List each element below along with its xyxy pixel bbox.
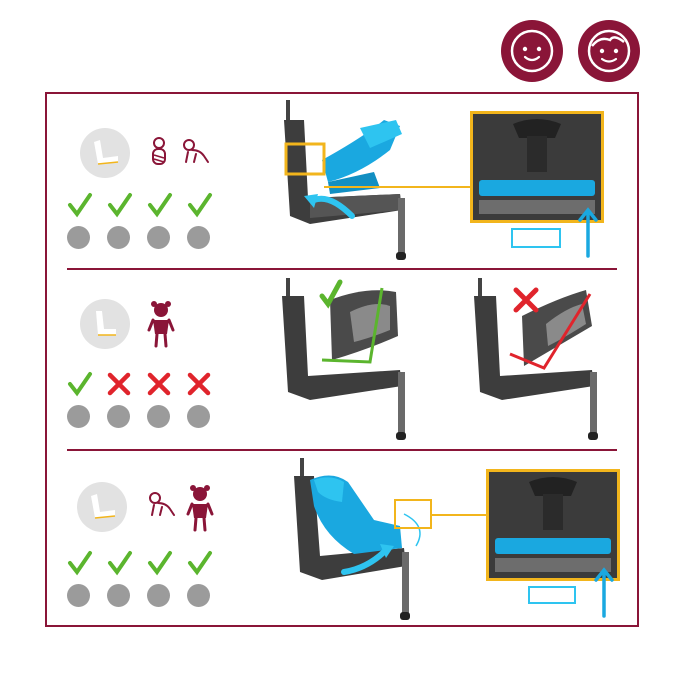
recline-detail-panel bbox=[486, 469, 620, 581]
check-mark bbox=[147, 550, 173, 576]
check-mark bbox=[147, 192, 173, 218]
row-divider-2 bbox=[67, 449, 617, 451]
check-mark bbox=[107, 550, 133, 576]
check-mark bbox=[187, 192, 213, 218]
position-dot bbox=[187, 405, 210, 428]
reclined-seat-icon bbox=[80, 128, 130, 178]
seat-rotated-illustration bbox=[284, 456, 434, 624]
newborn-badge bbox=[501, 20, 563, 82]
check-mark bbox=[67, 192, 93, 218]
callout-line bbox=[432, 514, 488, 516]
position-dot bbox=[67, 226, 90, 249]
row-divider-1 bbox=[67, 268, 617, 270]
seat-reclined-illustration bbox=[270, 98, 420, 266]
position-dot bbox=[187, 584, 210, 607]
child-badge bbox=[578, 20, 640, 82]
position-dot bbox=[67, 584, 90, 607]
swaddled-baby-icon bbox=[148, 136, 170, 166]
upright-seat-icon bbox=[80, 299, 130, 349]
cross-mark bbox=[107, 372, 131, 396]
toddler-icon bbox=[147, 300, 175, 348]
position-label-box bbox=[528, 586, 576, 604]
seat-reclined-wrong-illustration bbox=[462, 276, 612, 446]
up-arrow-icon bbox=[578, 206, 598, 258]
callout-line bbox=[324, 186, 472, 188]
check-mark bbox=[67, 550, 93, 576]
cross-mark bbox=[187, 372, 211, 396]
position-dot bbox=[147, 405, 170, 428]
position-dot bbox=[107, 405, 130, 428]
up-arrow-icon bbox=[594, 566, 614, 618]
position-dot bbox=[67, 405, 90, 428]
position-dot bbox=[187, 226, 210, 249]
reclined-seat-icon bbox=[77, 482, 127, 532]
child-face-icon bbox=[578, 20, 640, 82]
position-dot bbox=[147, 226, 170, 249]
check-mark bbox=[67, 371, 93, 397]
newborn-face-icon bbox=[501, 20, 563, 82]
check-mark bbox=[187, 550, 213, 576]
position-label-box bbox=[511, 228, 561, 248]
position-dot bbox=[107, 226, 130, 249]
toddler-icon bbox=[186, 484, 214, 532]
check-mark bbox=[107, 192, 133, 218]
crawling-baby-icon bbox=[146, 491, 176, 517]
position-dot bbox=[147, 584, 170, 607]
crawling-baby-icon bbox=[180, 138, 210, 164]
seat-upright-correct-illustration bbox=[270, 276, 420, 446]
callout-box bbox=[394, 499, 432, 529]
cross-mark bbox=[147, 372, 171, 396]
position-dot bbox=[107, 584, 130, 607]
